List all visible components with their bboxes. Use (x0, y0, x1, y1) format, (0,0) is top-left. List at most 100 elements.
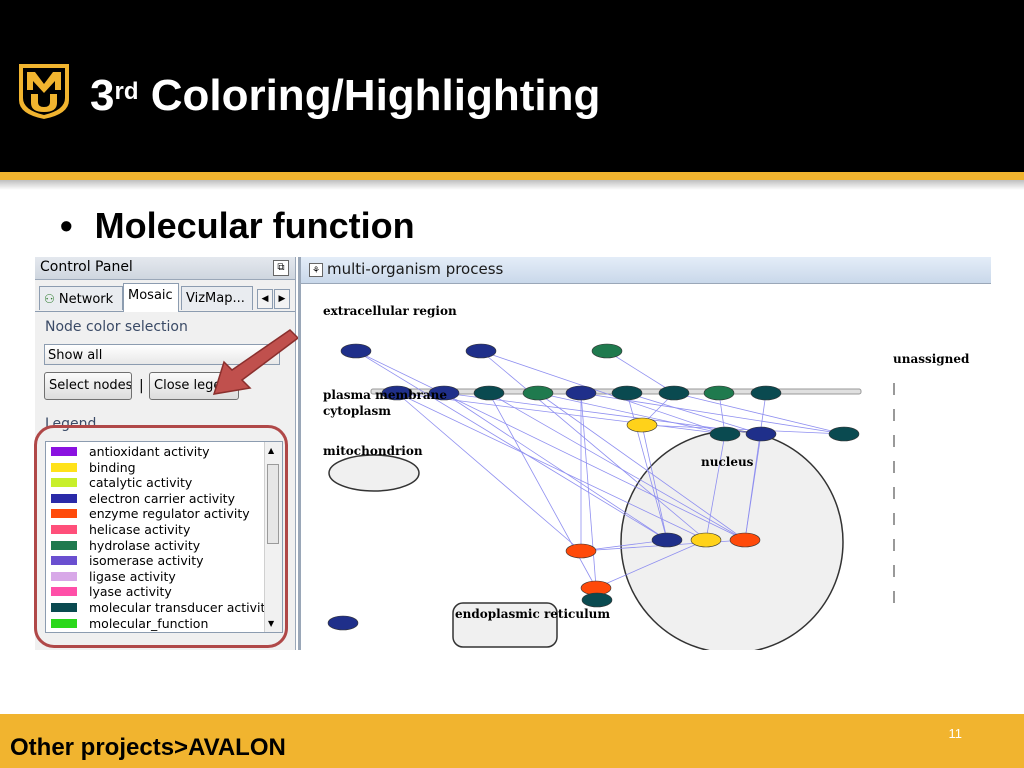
network-edges (355, 350, 845, 601)
legend-item-label: antioxidant activity (89, 444, 210, 459)
network-node[interactable] (651, 532, 683, 548)
legend-item-label: molecular_function (89, 615, 209, 631)
select-nodes-button[interactable]: Select nodes (44, 372, 132, 400)
network-icon: ⚇ (44, 292, 55, 306)
control-panel: Control Panel ⧉ ⚇ Network Mosaic VizMap.… (35, 257, 296, 650)
legend-swatch (51, 447, 77, 456)
network-edge (705, 433, 726, 541)
network-node[interactable] (340, 343, 372, 359)
network-node[interactable] (658, 385, 690, 401)
legend-swatch (51, 525, 77, 534)
scroll-down-icon[interactable]: ▼ (268, 619, 275, 628)
network-edge (396, 392, 726, 435)
network-edge (480, 350, 726, 435)
network-edge (443, 392, 668, 541)
legend-item: molecular transducer activit (46, 600, 266, 615)
network-node[interactable] (750, 385, 782, 401)
bullet-point: •Molecular function (60, 205, 415, 246)
network-node[interactable] (709, 426, 741, 442)
legend-label: Legend (45, 416, 97, 432)
network-node[interactable] (581, 592, 613, 608)
network-edge (443, 392, 762, 435)
button-separator: | (139, 378, 144, 394)
network-node[interactable] (703, 385, 735, 401)
node-color-select[interactable]: Show all (44, 344, 280, 365)
network-node[interactable] (745, 426, 777, 442)
legend-item: electron carrier activity (46, 491, 266, 506)
network-node[interactable] (828, 426, 860, 442)
network-node[interactable] (565, 543, 597, 559)
tab-scroll-right-icon[interactable]: ▶ (274, 289, 290, 309)
legend-scroll-thumb[interactable] (267, 464, 279, 544)
tab-vizmap[interactable]: VizMap... (181, 286, 253, 310)
legend-swatch (51, 493, 77, 503)
network-edge (396, 392, 582, 552)
scroll-up-icon[interactable]: ▲ (268, 446, 275, 455)
legend-item: ligase activity (46, 569, 266, 584)
network-node[interactable] (565, 385, 597, 401)
network-edge (488, 392, 746, 541)
legend-item: enzyme regulator activity (46, 506, 266, 521)
legend-scrollbar[interactable]: ▲ ▼ (264, 442, 282, 632)
legend-swatch (51, 556, 77, 566)
network-node[interactable] (473, 385, 505, 401)
network-nodes (327, 343, 860, 631)
legend-item: lyase activity (46, 584, 266, 599)
legend-swatch (51, 603, 77, 612)
mitochondrion-compartment (328, 454, 420, 492)
control-panel-title: Control Panel (40, 259, 133, 275)
network-graph[interactable]: extracellular region plasma membrane cyt… (301, 283, 991, 650)
tab-network[interactable]: ⚇ Network (39, 286, 123, 310)
network-node[interactable] (522, 385, 554, 401)
legend-item-label: helicase activity (89, 522, 191, 537)
network-edge (355, 350, 668, 541)
legend-item-label: electron carrier activity (89, 490, 235, 506)
legend-swatch (51, 587, 77, 597)
network-edge (396, 392, 707, 541)
legend-swatch (51, 540, 77, 550)
legend-item-label: hydrolase activity (89, 537, 201, 553)
legend-item: antioxidant activity (46, 444, 266, 459)
legend-item-label: isomerase activity (89, 553, 204, 569)
network-node[interactable] (626, 417, 658, 433)
network-edge (606, 350, 675, 394)
tab-scroll-left-icon[interactable]: ◀ (257, 289, 273, 309)
network-node[interactable] (428, 385, 460, 401)
annotation-arrow-icon (212, 329, 300, 395)
network-node[interactable] (729, 532, 761, 548)
network-view-panel: ⚘ multi-organism process extracellular r… (298, 257, 991, 650)
header-gold-band (0, 172, 1024, 180)
label-plasma-membrane: plasma membrane (323, 388, 447, 402)
legend-highlight-outline (34, 425, 288, 648)
label-extracellular: extracellular region (323, 304, 457, 318)
legend-item-label: lyase activity (89, 584, 172, 600)
legend-swatch (51, 571, 77, 581)
network-node[interactable] (611, 385, 643, 401)
network-edge (480, 350, 707, 541)
float-panel-icon[interactable]: ⧉ (273, 260, 289, 276)
network-node[interactable] (690, 532, 722, 548)
legend-swatch (51, 618, 77, 628)
label-unassigned: unassigned (893, 352, 970, 366)
legend-item: hydrolase activity (46, 538, 266, 553)
legend-swatch (51, 462, 77, 472)
network-node[interactable] (381, 385, 413, 401)
label-nucleus: nucleus (701, 455, 754, 469)
tab-mosaic[interactable]: Mosaic (123, 283, 179, 312)
university-logo-icon (17, 62, 71, 122)
legend-item-label: ligase activity (89, 568, 176, 584)
legend-item: isomerase activity (46, 553, 266, 568)
legend-item-label: binding (89, 459, 136, 475)
network-edge (641, 424, 668, 541)
network-edge (595, 539, 707, 589)
network-edge (744, 433, 762, 541)
footer-text: Other projects>AVALON (10, 734, 286, 761)
legend-swatch (51, 478, 77, 488)
network-window-titlebar: ⚘ multi-organism process (301, 257, 991, 284)
header-shadow (0, 180, 1024, 190)
network-node[interactable] (465, 343, 497, 359)
legend-item-label: enzyme regulator activity (89, 506, 250, 522)
network-node[interactable] (591, 343, 623, 359)
network-node[interactable] (327, 615, 359, 631)
